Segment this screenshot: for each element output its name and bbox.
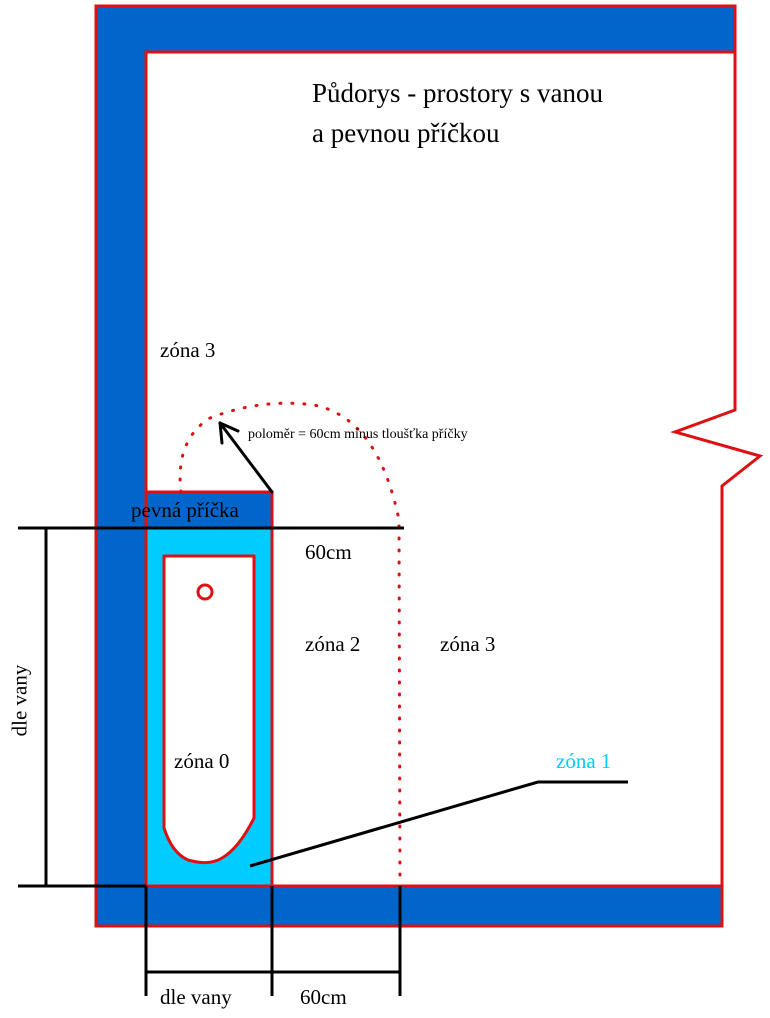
dimension-extension-lines [144, 886, 402, 996]
drain-icon [196, 583, 214, 601]
partition-label: pevná příčka [131, 498, 239, 522]
radius-arrow [218, 421, 274, 494]
zone1-label: zóna 1 [556, 749, 612, 773]
radius-note-label: poloměr = 60cm mínus tloušťka příčky [248, 427, 468, 442]
zone1-leader-line [249, 780, 628, 868]
dimension-bath-bottom-label: dle vany [160, 985, 232, 1009]
title-line2: a pevnou příčkou [312, 118, 500, 148]
title-line1: Půdorys - prostory s vanou [312, 78, 603, 108]
bathtub-shape [162, 554, 256, 865]
dimension-60cm-bottom-label: 60cm [300, 985, 347, 1009]
dimension-60cm-top-label: 60cm [305, 540, 352, 564]
dimension-bath-side-wrap: dle vany [0, 665, 60, 737]
zone2-boundary-arc [178, 401, 402, 888]
room-outline [144, 50, 764, 888]
zone2-label: zóna 2 [305, 632, 361, 656]
zone3-right-label: zóna 3 [440, 632, 496, 656]
zone0-label: zóna 0 [174, 749, 230, 773]
zone3-upper-label: zóna 3 [160, 338, 216, 362]
dimension-bath-side-label: dle vany [7, 664, 32, 737]
